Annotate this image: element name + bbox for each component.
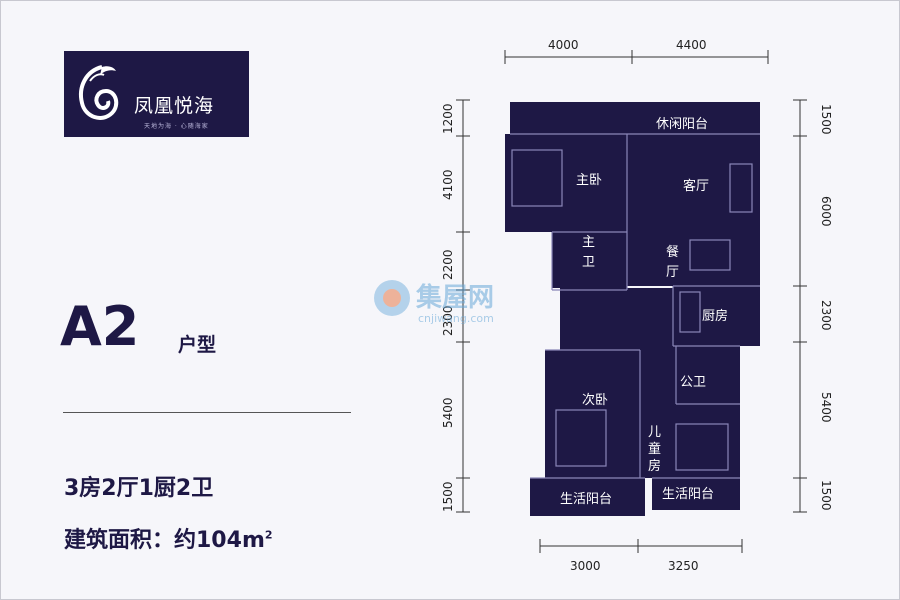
room-second-bedroom: 次卧: [582, 392, 608, 408]
dim-left-6: 1500: [441, 481, 455, 512]
room-master-bedroom: 主卧: [576, 173, 602, 188]
dim-left-4: 2300: [441, 305, 455, 336]
room-living-room: 客厅: [683, 178, 709, 194]
dim-left-5: 5400: [441, 397, 455, 428]
brand-logo: 凤凰悦海 天地为海 · 心随海家: [64, 51, 249, 137]
area-unit: m: [241, 528, 265, 553]
dim-right-2: 6000: [819, 196, 833, 227]
dim-bottom-1: 3000: [570, 559, 601, 573]
room-service-balcony-right: 生活阳台: [662, 487, 714, 502]
dim-left-1: 1200: [441, 103, 455, 134]
unit-layout: 3房2厅1厨2卫: [64, 476, 214, 501]
dim-left-3: 2200: [441, 249, 455, 280]
room-service-balcony-left: 生活阳台: [560, 492, 612, 507]
inner-walls: [510, 133, 760, 479]
room-master-bath-1: 主: [582, 235, 595, 250]
dim-left-2: 4100: [441, 169, 455, 200]
area-label: 建筑面积：约104: [64, 528, 242, 553]
room-kids-3: 房: [648, 458, 661, 474]
room-master-bath-2: 卫: [582, 255, 595, 270]
dim-top-2: 4400: [676, 38, 707, 52]
dimension-lines: [456, 50, 807, 553]
watermark-url: cnjiwang.com: [418, 312, 494, 325]
brand-name: 凤凰悦海: [134, 95, 215, 117]
room-kids-2: 童: [648, 441, 661, 457]
room-dining-2: 厅: [666, 265, 679, 280]
room-leisure-balcony: 休闲阳台: [656, 117, 708, 132]
divider: [63, 412, 351, 413]
unit-type-code: A2: [60, 295, 140, 358]
room-kids-1: 儿: [648, 425, 661, 440]
watermark-logo-icon: 集屋网 cnjiwang.com: [374, 280, 494, 325]
unit-area: 建筑面积：约104m2: [64, 522, 273, 554]
dim-right-5: 1500: [819, 480, 833, 511]
room-kitchen: 厨房: [702, 308, 728, 324]
dim-top-1: 4000: [548, 38, 579, 52]
unit-type-suffix: 户型: [178, 334, 217, 356]
area-unit-sup: 2: [264, 528, 273, 542]
phoenix-logo-icon: [79, 65, 119, 120]
dim-bottom-2: 3250: [668, 559, 699, 573]
plan-body: [505, 102, 760, 516]
room-dining-1: 餐: [666, 244, 679, 260]
dim-right-1: 1500: [819, 104, 833, 135]
dim-right-4: 5400: [819, 392, 833, 423]
room-public-bath: 公卫: [680, 375, 706, 390]
watermark-text: 集屋网: [415, 282, 494, 313]
brand-tagline: 天地为海 · 心随海家: [144, 123, 209, 130]
dim-right-3: 2300: [819, 300, 833, 331]
watermark: 集屋网 cnjiwang.com: [370, 270, 570, 334]
